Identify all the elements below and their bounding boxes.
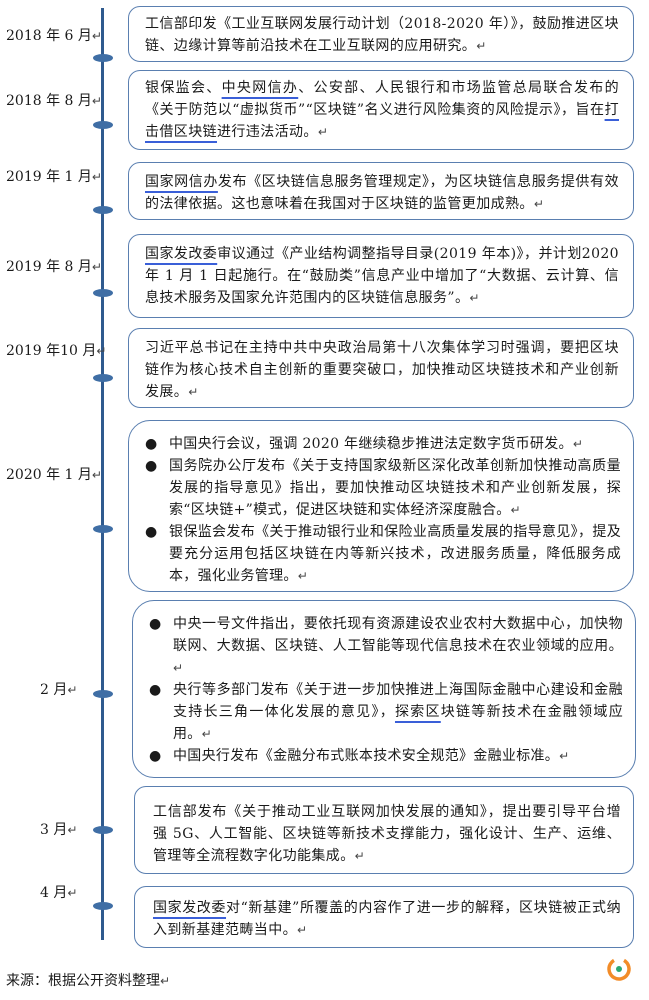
- entry-text: 国家网信办发布《区块链信息服务管理规定》，为区块链信息服务提供有效的法律依据。这…: [145, 174, 619, 212]
- bullet-item: ●央行等多部门发布《关于进一步加快推进上海国际金融中心建设和金融支持长三角一体化…: [149, 682, 623, 742]
- highlight-underline: 国家发改委: [153, 900, 227, 916]
- bullet-item: ●国务院办公厅发布《关于支持国家级新区深化改革创新加快推动高质量发展的指导意见》…: [145, 458, 621, 518]
- entry-box: ●中国央行会议，强调 2020 年继续稳步推进法定数字货币研发。↵ ●国务院办公…: [128, 420, 634, 592]
- bullet-item: ●中国央行会议，强调 2020 年继续稳步推进法定数字货币研发。↵: [145, 436, 584, 452]
- timeline-dot: [93, 690, 113, 698]
- entry-date: 3 月↵: [40, 822, 78, 838]
- entry-box: 国家发改委审议通过《产业结构调整指导目录(2019 年本)》，并计划2020 年…: [128, 234, 634, 318]
- bullet-item: ●银保监会发布《关于推动银行业和保险业高质量发展的指导意见》，提及要充分运用包括…: [145, 524, 621, 584]
- brand-ring-icon: [607, 957, 631, 981]
- timeline-dot: [93, 121, 113, 129]
- timeline-dot: [93, 374, 113, 382]
- timeline-dot: [93, 206, 113, 214]
- entry-date: 4 月↵: [40, 885, 78, 901]
- highlight-underline: 国家发改委: [145, 246, 218, 262]
- timeline-dot: [93, 54, 113, 62]
- bullet-list: ●中央一号文件指出，要依托现有资源建设农业农村大数据中心，加快物联网、大数据、区…: [145, 613, 623, 767]
- entry-date: 2018 年 6 月↵: [6, 28, 102, 44]
- entry-date: 2020 年 1 月↵: [6, 467, 102, 483]
- entry-box: 银保监会、中央网信办、公安部、人民银行和市场监管总局联合发布的《关于防范以“虚拟…: [128, 70, 634, 150]
- entry-date: 2018 年 8 月↵: [6, 93, 102, 109]
- entry-text: 国家发改委审议通过《产业结构调整指导目录(2019 年本)》，并计划2020 年…: [145, 246, 619, 306]
- timeline-axis: [101, 8, 104, 940]
- highlight-underline: 中央网信办: [221, 80, 299, 96]
- timeline-dot: [93, 525, 113, 533]
- entry-text: 工信部发布《关于推动工业互联网加快发展的通知》，提出要引导平台增强 5G、人工智…: [153, 804, 621, 864]
- timeline-dot: [93, 289, 113, 297]
- entry-text: 习近平总书记在主持中共中央政治局第十八次集体学习时强调，要把区块链作为核心技术自…: [145, 340, 619, 400]
- bullet-item: ●中央一号文件指出，要依托现有资源建设农业农村大数据中心，加快物联网、大数据、区…: [149, 616, 623, 675]
- highlight-underline: 探索区: [394, 704, 441, 720]
- entry-date: 2019 年 8 月↵: [6, 259, 102, 275]
- entry-box: 国家发改委对“新基建”所覆盖的内容作了进一步的解释，区块链被正式纳入到新基建范畴…: [134, 886, 634, 948]
- entry-box: ●中央一号文件指出，要依托现有资源建设农业农村大数据中心，加快物联网、大数据、区…: [132, 600, 636, 778]
- entry-date: 2019 年 1 月↵: [6, 169, 102, 185]
- bullet-item: ●中国央行发布《金融分布式账本技术安全规范》金融业标准。↵: [149, 748, 570, 764]
- timeline-dot: [93, 826, 113, 834]
- timeline-dot: [93, 902, 113, 910]
- source-note: 来源：根据公开资料整理↵: [6, 973, 171, 989]
- entry-box: 习近平总书记在主持中共中央政治局第十八次集体学习时强调，要把区块链作为核心技术自…: [128, 328, 634, 408]
- entry-box: 国家网信办发布《区块链信息服务管理规定》，为区块链信息服务提供有效的法律依据。这…: [128, 162, 634, 220]
- entry-text: 银保监会、中央网信办、公安部、人民银行和市场监管总局联合发布的《关于防范以“虚拟…: [145, 80, 620, 140]
- entry-date: 2019 年10 月↵: [6, 343, 107, 359]
- highlight-underline: 打击借区块链: [145, 102, 619, 140]
- entry-box: 工信部印发《工业互联网发展行动计划（2018-2020 年）》，鼓励推进区块链、…: [128, 6, 634, 62]
- entry-text: 国家发改委对“新基建”所覆盖的内容作了进一步的解释，区块链被正式纳入到新基建范畴…: [153, 900, 621, 938]
- bullet-list: ●中国央行会议，强调 2020 年继续稳步推进法定数字货币研发。↵ ●国务院办公…: [141, 433, 621, 587]
- highlight-underline: 国家网信办: [145, 174, 218, 190]
- entry-date: 2 月↵: [40, 682, 78, 698]
- entry-text: 工信部印发《工业互联网发展行动计划（2018-2020 年）》，鼓励推进区块链、…: [145, 16, 619, 54]
- entry-box: 工信部发布《关于推动工业互联网加快发展的通知》，提出要引导平台增强 5G、人工智…: [134, 786, 634, 874]
